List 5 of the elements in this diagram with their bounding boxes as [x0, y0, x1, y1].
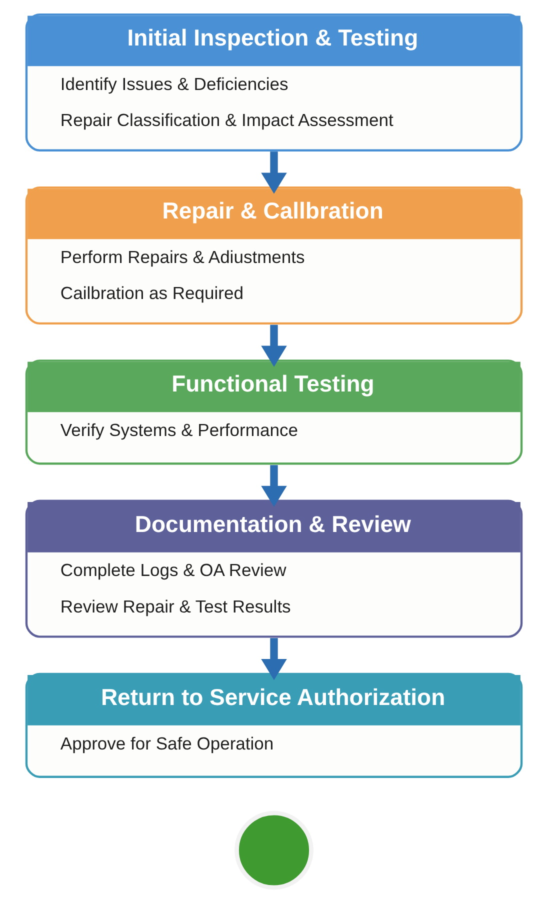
arrow — [260, 324, 286, 366]
arrow — [260, 151, 286, 194]
node-circle — [234, 810, 313, 890]
arrow — [260, 464, 286, 506]
arrow — [260, 638, 286, 680]
